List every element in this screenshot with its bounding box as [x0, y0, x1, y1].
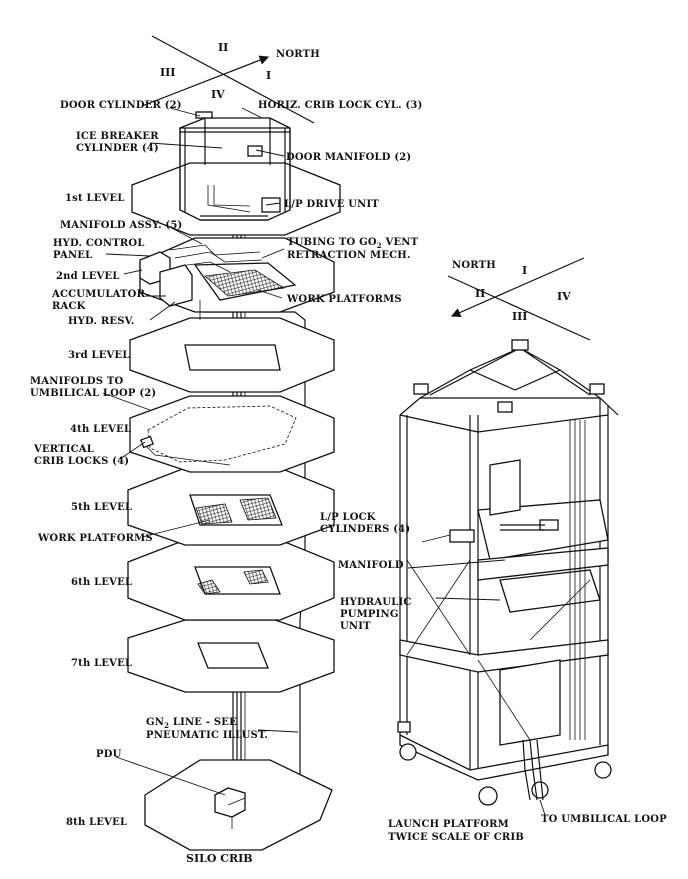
label-horiz-crib-lock: HORIZ. CRIB LOCK CYL. (3) — [258, 100, 423, 111]
compass-right-north: NORTH — [452, 260, 496, 271]
label-gn2-a: GN — [146, 717, 164, 728]
label-accumulator-rack: RACK — [52, 301, 86, 312]
silo-crib-drawing — [127, 111, 341, 851]
label-to-umbilical-loop: TO UMBILICAL LOOP — [541, 814, 667, 825]
compass-right-numeral: II — [475, 287, 485, 300]
label-manifold-assy: MANIFOLD ASSY. (5) — [60, 220, 182, 231]
label-gn2-sub: 2 — [164, 721, 169, 730]
compass-top-numeral: IV — [211, 88, 225, 101]
label-hydraulic-pumping-unit: UNIT — [340, 621, 371, 632]
label-lp-lock-cylinders: L/P LOCK — [320, 512, 376, 523]
label-gn2-line: GN2 LINE - SEE — [146, 717, 237, 730]
label-tubing-go2-sub: 2 — [377, 241, 382, 250]
labels: DOOR CYLINDER (2) HORIZ. CRIB LOCK CYL. … — [30, 100, 667, 865]
top-cage — [179, 111, 291, 221]
label-hyd-control-panel: HYD. CONTROL — [53, 238, 145, 249]
level-4-plate — [129, 395, 335, 473]
label-hyd-control-panel: PANEL — [53, 250, 92, 261]
compass-right-numeral: I — [522, 264, 527, 277]
label-hydraulic-pumping-unit: HYDRAULIC — [340, 597, 412, 608]
label-manifold: MANIFOLD — [338, 560, 404, 571]
label-manifolds-umbilical: UMBILICAL LOOP (2) — [30, 388, 156, 399]
label-door-manifold: DOOR MANIFOLD (2) — [286, 152, 411, 163]
label-level-6: 6th LEVEL — [71, 577, 132, 588]
label-hyd-resv: HYD. RESV. — [68, 316, 135, 327]
launch-platform-drawing — [397, 339, 619, 806]
caster-wheels — [399, 743, 612, 806]
label-vertical-crib-locks: CRIB LOCKS (4) — [34, 456, 129, 467]
label-pdu: PDU — [96, 749, 122, 760]
label-level-2: 2nd LEVEL — [56, 271, 120, 282]
label-work-platforms-lower: WORK PLATFORMS — [37, 533, 153, 544]
label-level-8: 8th LEVEL — [66, 817, 127, 828]
label-retraction-mech: RETRACTION MECH. — [287, 250, 411, 261]
label-level-3: 3rd LEVEL — [68, 350, 130, 361]
label-hydraulic-pumping-unit: PUMPING — [340, 609, 399, 620]
compass-top-north: NORTH — [276, 49, 320, 60]
pdu-box — [214, 787, 246, 829]
label-door-cylinder: DOOR CYLINDER (2) — [60, 100, 182, 111]
level-1-plate — [131, 162, 341, 236]
compass-right-numeral: IV — [557, 290, 571, 303]
label-level-7: 7th LEVEL — [71, 658, 132, 669]
label-manifolds-umbilical: MANIFOLDS TO — [30, 376, 124, 387]
label-tubing-go2: TUBING TO GO2 VENT — [287, 237, 419, 250]
label-launch-platform: LAUNCH PLATFORM — [388, 819, 509, 830]
label-level-4: 4th LEVEL — [70, 424, 131, 435]
label-tubing-go2-b: VENT — [382, 237, 419, 248]
compass-top-numeral: II — [218, 41, 228, 54]
label-lp-drive-unit: L/P DRIVE UNIT — [284, 199, 379, 210]
label-ice-breaker: ICE BREAKER — [76, 131, 159, 142]
label-tubing-go2-a: TUBING TO GO — [287, 237, 377, 248]
compass-top: II III I IV NORTH — [141, 35, 320, 124]
label-lp-lock-cylinders: CYLINDERS (4) — [320, 524, 410, 535]
label-silo-crib-caption: SILO CRIB — [186, 852, 253, 865]
compass-top-numeral: III — [160, 66, 175, 79]
compass-right: NORTH I II IV III — [447, 257, 591, 341]
label-pneumatic-illust: PNEUMATIC ILLUST. — [146, 730, 268, 741]
label-level-1: 1st LEVEL — [65, 193, 125, 204]
label-vertical-crib-locks: VERTICAL — [33, 444, 94, 455]
label-launch-platform-scale: TWICE SCALE OF CRIB — [388, 832, 524, 843]
compass-top-numeral: I — [266, 69, 271, 82]
label-work-platforms-upper: WORK PLATFORMS — [286, 294, 402, 305]
compass-right-numeral: III — [512, 310, 527, 323]
label-ice-breaker: CYLINDER (4) — [76, 143, 159, 154]
label-accumulator-rack: ACCUMULATOR — [51, 289, 146, 300]
label-gn2-b: LINE - SEE — [169, 717, 237, 728]
label-level-5: 5th LEVEL — [71, 502, 132, 513]
leader-lines — [102, 107, 546, 816]
